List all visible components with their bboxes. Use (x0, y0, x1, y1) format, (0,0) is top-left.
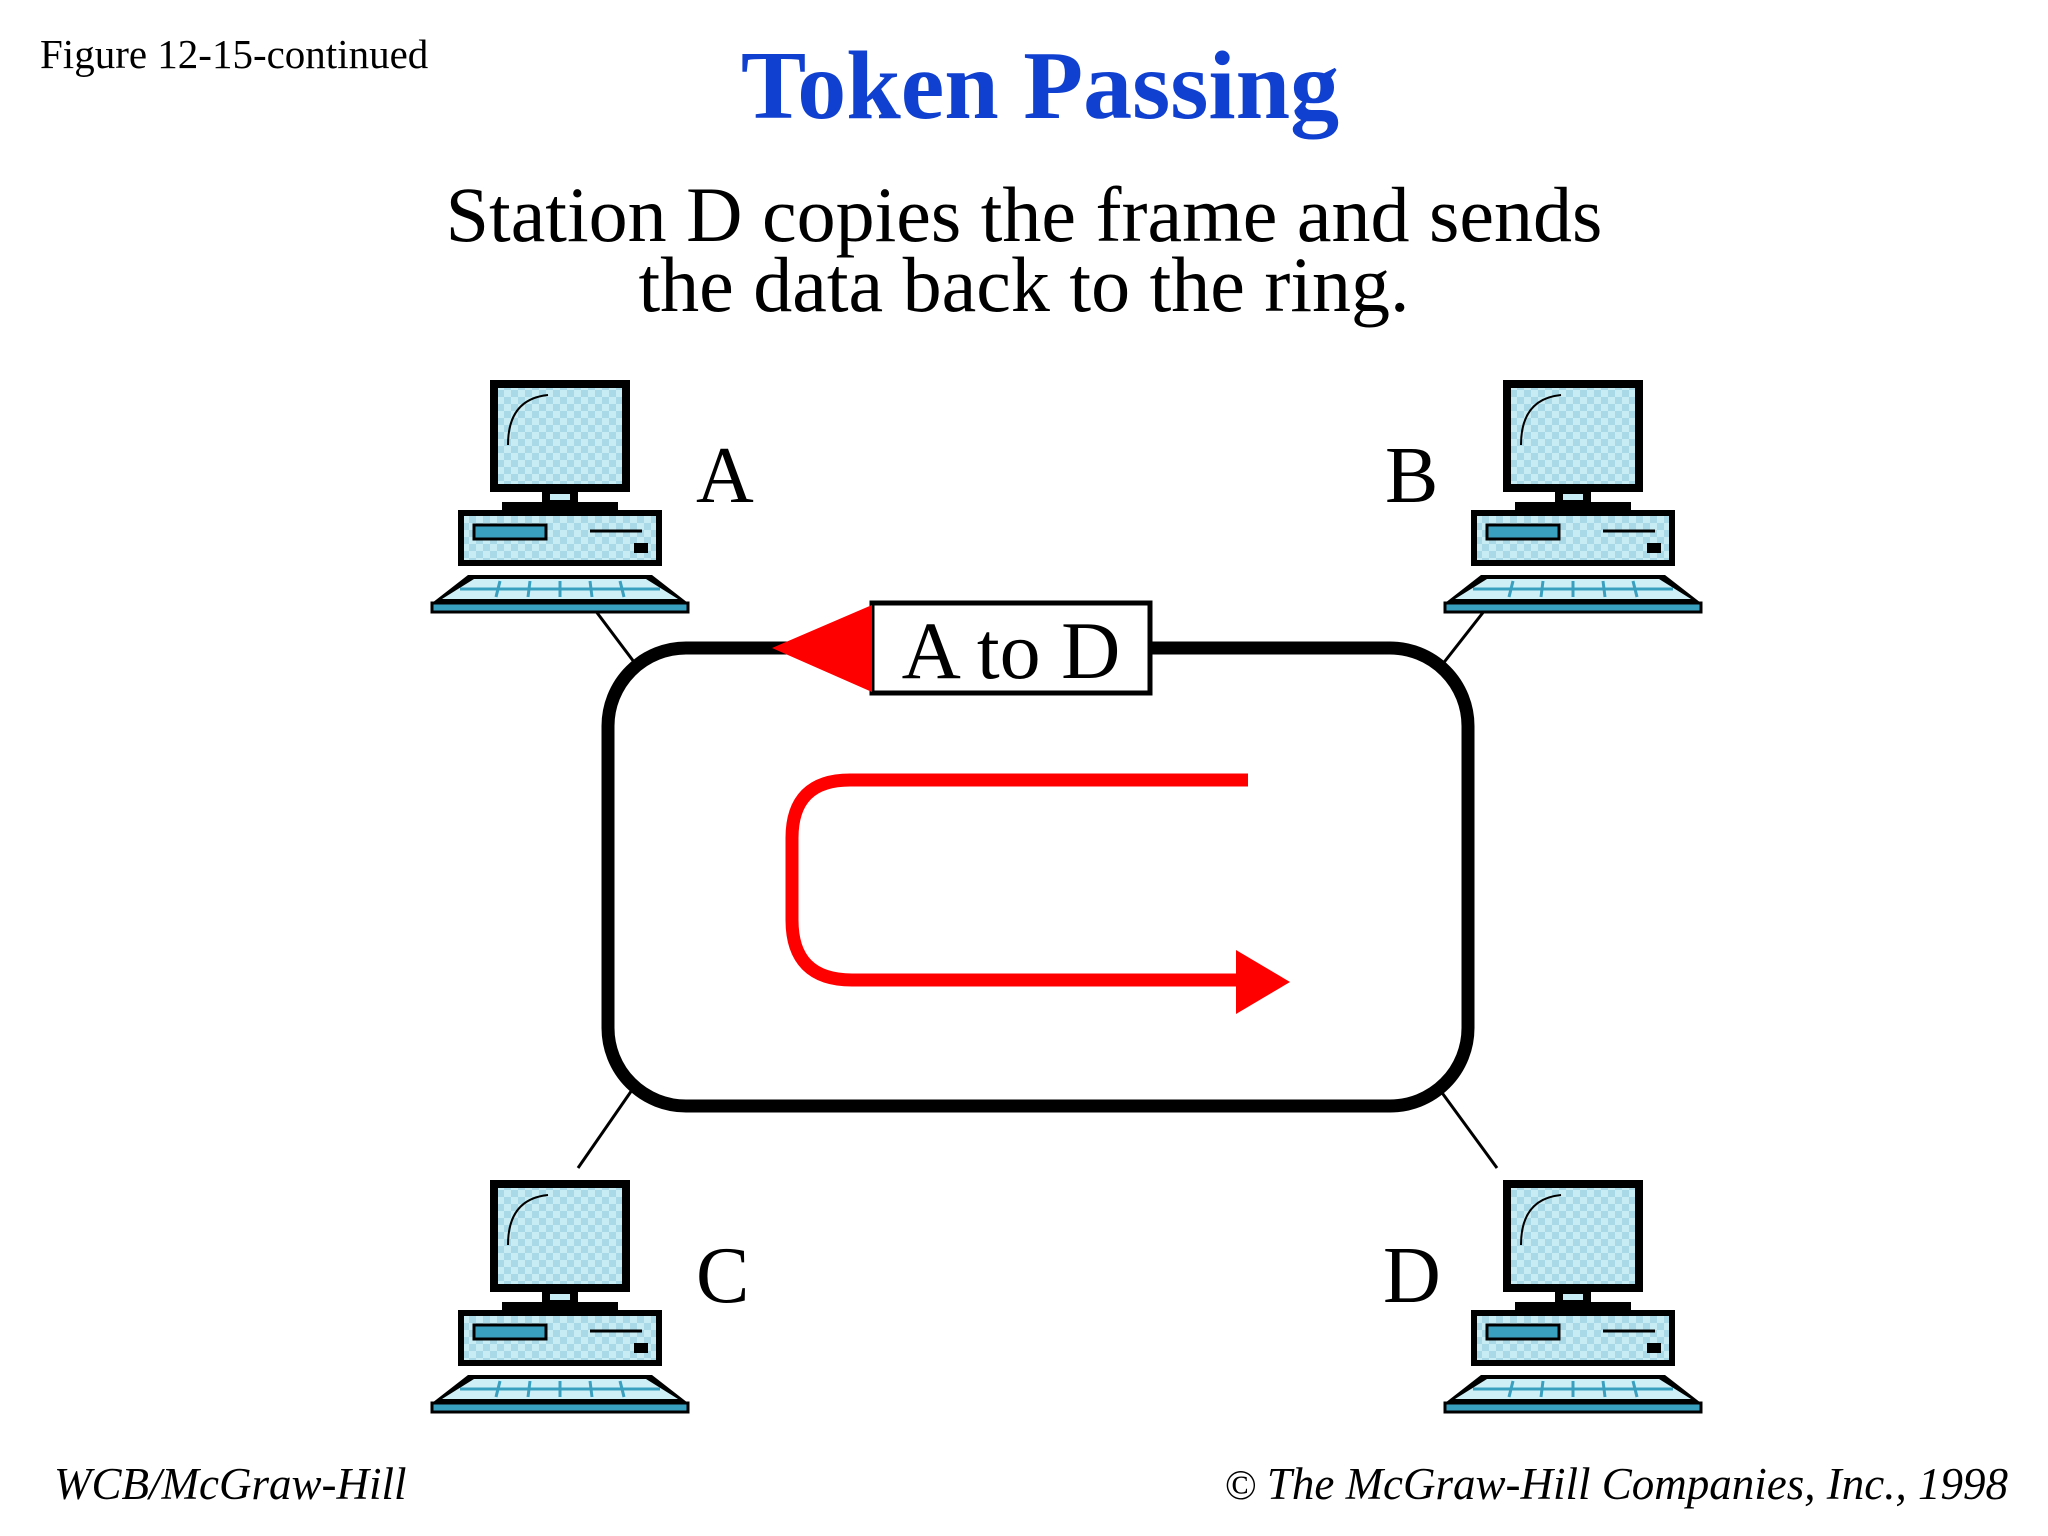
frame-label: A to D (902, 605, 1121, 696)
frame: A to D (869, 600, 1153, 696)
caption-line-2: the data back to the ring. (638, 241, 1410, 328)
ring (601, 641, 1475, 1113)
computer-icon (1443, 1178, 1703, 1414)
computer-icon (430, 378, 690, 614)
return-arrow-icon (785, 773, 1248, 987)
link-d (1438, 1089, 1499, 1169)
link-a (593, 609, 642, 671)
caption-line-1: Station D copies the frame and sends (445, 171, 1603, 258)
station-label-d: D (1383, 1232, 1441, 1320)
publisher-footer: WCB/McGraw-Hill (54, 1459, 407, 1509)
link-c (576, 1089, 634, 1169)
station-a (430, 378, 690, 614)
frame-box (869, 600, 1153, 696)
page-title: Token Passing (740, 32, 1340, 140)
station-d (1443, 1178, 1703, 1414)
computer-icon (430, 1178, 690, 1414)
copyright-symbol: © (1224, 1463, 1257, 1509)
station-label-b: B (1385, 432, 1438, 520)
station-c (430, 1178, 690, 1414)
caption: Station D copies the frame and sends the… (0, 171, 2048, 328)
link-b (1436, 609, 1487, 671)
figure-label: Figure 12-15-continued (40, 31, 429, 77)
frame-arrow-icon (772, 605, 872, 692)
station-label-c: C (696, 1232, 749, 1320)
computer-icon (1443, 378, 1703, 614)
copyright-text: The McGraw-Hill Companies, Inc., 1998 (1266, 1459, 2008, 1509)
return-arrowhead (1236, 950, 1290, 1014)
copyright-footer: ©The McGraw-Hill Companies, Inc., 1998 (1225, 1458, 2008, 1510)
station-b (1443, 378, 1703, 614)
station-label-a: A (696, 432, 754, 520)
